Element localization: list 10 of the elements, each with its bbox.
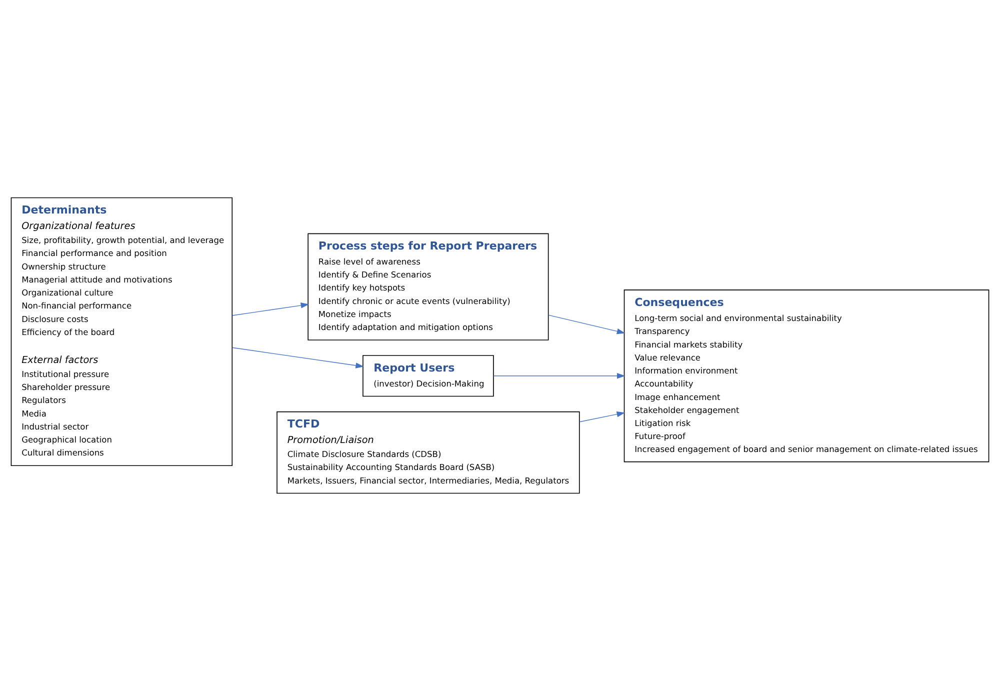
arrow — [232, 346, 364, 368]
arrow — [548, 314, 626, 334]
arrow — [493, 372, 626, 378]
arrow — [579, 410, 626, 422]
arrow — [232, 302, 310, 316]
node-box: Determinants Organizational features Size, profitability, growth potential, and leverage Financial performance and position Ownership structure Managerial attitude and motivations Organizational culture Non-financial performance Disclosure costs Efficiency of the board External factors Institutional pressure Shareholder pressure Regulators Media Industrial sector Geographical location Cultural dimensions — [10, 196, 233, 466]
node-box: Consequences Long-term social and environmental sustainability Transparency Financial markets stability Value relevance Information environment Accountability Image enhancement Stakeholder engagement Litigation risk Future-proof Increased engagement of board and senior management on climate-related issues — [624, 289, 990, 462]
node-box: Process steps for Report Preparers Raise level of awareness Identify & Define Scenarios Identify key hotspots Identify chronic or acute events (vulnerability) Monetize impacts Identify adaptation and mitigation options — [308, 232, 549, 340]
node-box: Report Users (investor) Decision-Making — [362, 354, 494, 396]
node-box: TCFD Promotion/Liaison Climate Disclosure Standards (CDSB) Sustainability Accounting Standards Board (SASB) Markets, Issuers, Financial sector, Intermediaries, Media, Regulators — [276, 410, 580, 494]
